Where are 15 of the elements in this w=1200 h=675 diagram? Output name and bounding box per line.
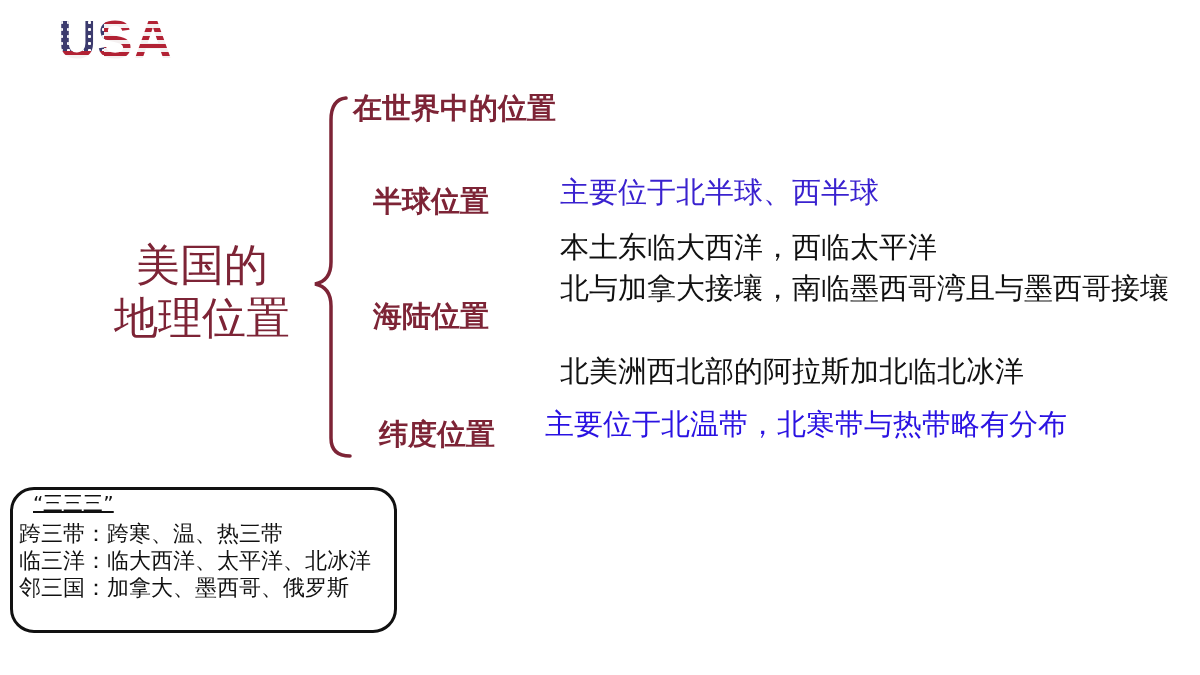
topic-title: 美国的地理位置 — [113, 239, 292, 345]
note-heading: “三三三” — [33, 490, 114, 516]
note-box — [10, 487, 397, 633]
detail-text: 北美洲西北部的阿拉斯加北临北冰洋 — [560, 354, 1024, 389]
detail-text: 主要位于北温带，北寒带与热带略有分布 — [545, 407, 1067, 442]
branch-label: 纬度位置 — [379, 417, 495, 452]
branch-heading: 在世界中的位置 — [353, 91, 556, 126]
note-line: 邻三国：加拿大、墨西哥、俄罗斯 — [19, 574, 349, 601]
note-line: 跨三带：跨寒、温、热三带 — [19, 520, 283, 547]
note-line: 临三洋：临大西洋、太平洋、北冰洋 — [19, 547, 371, 574]
detail-text: 北与加拿大接壤，南临墨西哥湾且与墨西哥接壤 — [560, 271, 1169, 306]
branch-label: 海陆位置 — [373, 299, 489, 334]
detail-text: 主要位于北半球、西半球 — [560, 175, 879, 210]
detail-text: 本土东临大西洋，西临太平洋 — [560, 230, 937, 265]
branch-label: 半球位置 — [373, 184, 489, 219]
